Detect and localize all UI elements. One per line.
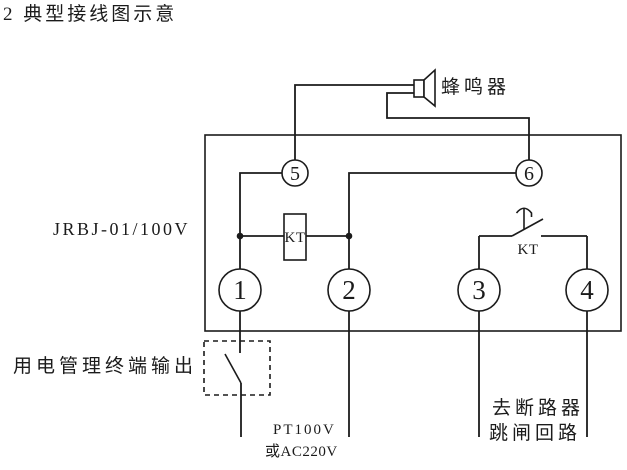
terminal-6-number: 6 (524, 163, 534, 185)
wire-terminal6-to-terminal2 (348, 172, 516, 269)
kt-coil-box (283, 213, 307, 261)
terminal-5-circle (281, 159, 309, 187)
buzzer-cone (423, 68, 436, 108)
kt-delay-arc (515, 207, 533, 217)
trip-circuit-label-line2: 跳闸回路 (489, 423, 582, 444)
wire-terminal5-to-terminal1 (239, 172, 282, 269)
power-input-label-line2: 或AC220V (265, 444, 338, 460)
output-switch-dashed-box (203, 340, 271, 396)
terminal-3-number: 3 (472, 275, 486, 305)
terminal-1-number: 1 (233, 275, 247, 305)
terminal-output-label: 用电管理终端输出 (13, 356, 198, 377)
terminal-5-number: 5 (290, 163, 300, 185)
device-model-label: JRBJ-01/100V (53, 219, 191, 239)
page-title: 2 典型接线图示意 (3, 4, 178, 25)
buzzer-label: 蜂鸣器 (441, 77, 511, 98)
buzzer-icon (413, 68, 436, 108)
junction-dot-right (345, 232, 353, 240)
terminal-output-switch (203, 311, 271, 437)
kt-coil-label: KT (285, 230, 306, 246)
power-input-label-line1: PT100V (273, 422, 336, 438)
kt-contact-blade (511, 218, 544, 237)
buzzer-body (413, 79, 425, 98)
wire-buzzer-to-terminal6 (386, 92, 530, 160)
wire-terminal5-to-buzzer (294, 84, 414, 160)
kt-contact-label: KT (518, 242, 539, 258)
junction-dot-left (236, 232, 244, 240)
terminal-4-number: 4 (580, 275, 594, 305)
kt-contact-switch: KT (478, 207, 588, 269)
terminal-6-circle (515, 159, 543, 187)
trip-circuit-label-line1: 去断路器 (492, 398, 585, 419)
output-switch-blade (224, 353, 242, 384)
device-enclosure-box (204, 134, 622, 332)
terminal-2-number: 2 (342, 275, 356, 305)
